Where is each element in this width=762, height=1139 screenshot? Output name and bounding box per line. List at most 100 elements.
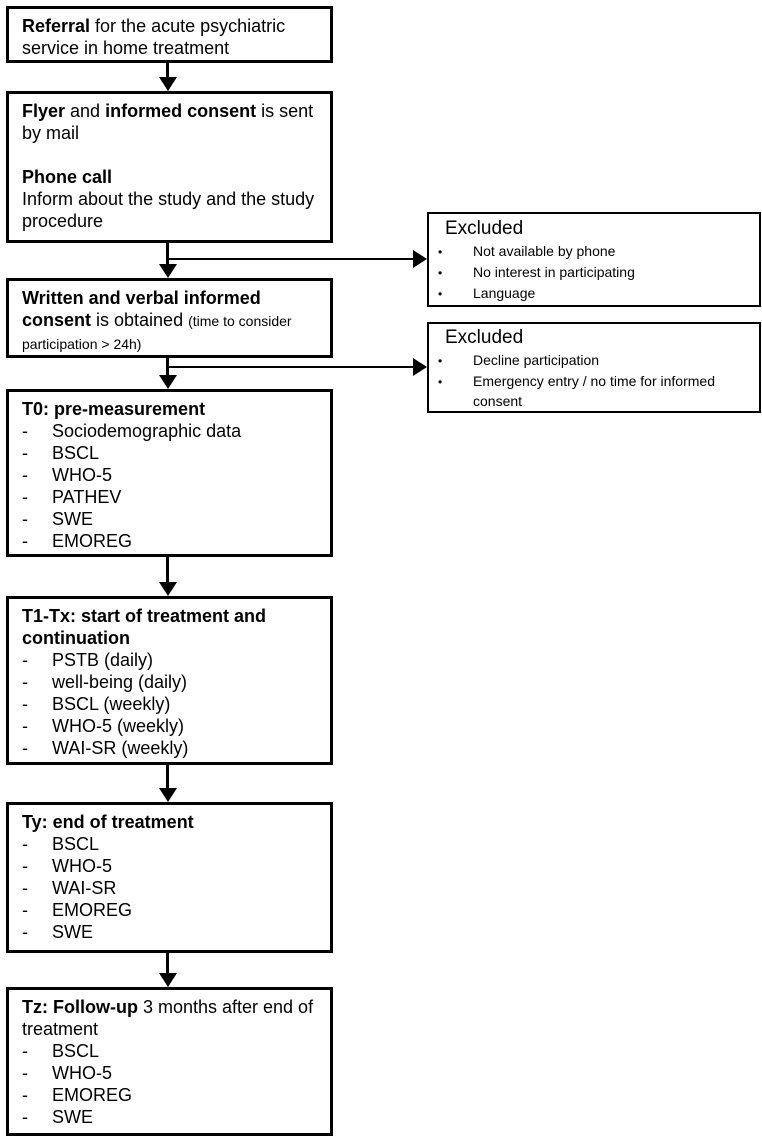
- arrowhead-right-1: [413, 250, 427, 268]
- dash-marker: -: [22, 650, 28, 670]
- box-t0-item-text: EMOREG: [52, 531, 133, 551]
- box-t0-item: -WHO-5: [22, 464, 320, 486]
- excluded-1-item: •Language: [438, 283, 749, 304]
- arrowhead-down-1: [159, 77, 177, 91]
- dash-marker: -: [22, 856, 28, 876]
- box-t0-title: T0: pre-measurement: [22, 399, 206, 419]
- box-flyer-phone-call: Flyer and informed consent is sent by ma…: [6, 91, 333, 243]
- dash-marker: -: [22, 834, 28, 854]
- dash-marker: -: [22, 878, 28, 898]
- box-t0-item: - BSCL: [22, 442, 320, 464]
- excluded-2-item: • Decline participation: [438, 350, 749, 371]
- bullet-marker: •: [438, 287, 443, 301]
- arrowhead-down-6: [159, 973, 177, 987]
- box-referral-text: Referral for the acute psychiatric servi…: [22, 16, 285, 58]
- dash-marker: -: [22, 1107, 28, 1127]
- box-ty-item: - WHO-5: [22, 855, 320, 877]
- box-t1tx-item: - BSCL (weekly): [22, 693, 320, 715]
- box-t1tx-item-text: WHO-5 (weekly): [52, 716, 185, 736]
- box-t1tx-item-text: PSTB (daily): [52, 650, 154, 670]
- arrow-line-6: [166, 953, 169, 974]
- box-t0-item: -PATHEV: [22, 486, 320, 508]
- dash-marker: -: [22, 694, 28, 714]
- box-tz-item-text: SWE: [52, 1107, 94, 1127]
- dash-marker: -: [22, 716, 28, 736]
- box-t0-item: -SWE: [22, 508, 320, 530]
- arrowhead-right-2: [413, 358, 427, 376]
- dash-marker: -: [22, 900, 28, 920]
- box-flyer-bold2: informed consent: [105, 101, 257, 121]
- arrowhead-down-5: [159, 788, 177, 802]
- dash-marker: -: [22, 509, 28, 529]
- box-t1tx-item-text: well-being (daily): [52, 672, 188, 692]
- dash-marker: -: [22, 443, 28, 463]
- branch-line-2: [167, 366, 413, 368]
- box-ty-item: - BSCL: [22, 833, 320, 855]
- box-excluded-1: Excluded • Not available by phone •No int…: [427, 212, 761, 307]
- dash-marker: -: [22, 1063, 28, 1083]
- arrowhead-down-2: [159, 264, 177, 278]
- box-t1tx-item-text: BSCL (weekly): [52, 694, 171, 714]
- box-flyer-mid: and: [65, 101, 106, 121]
- box-flyer-paragraph: Flyer and informed consent is sent by ma…: [22, 100, 320, 144]
- dash-marker: -: [22, 922, 28, 942]
- dash-marker: -: [22, 1041, 28, 1061]
- box-referral-bold: Referral: [22, 16, 91, 36]
- bullet-marker: •: [438, 354, 443, 368]
- dash-marker: -: [22, 1085, 28, 1105]
- box-t0-item-text: PATHEV: [52, 487, 122, 507]
- box-flyer-blank-line: [22, 144, 320, 166]
- box-excluded-2: Excluded • Decline participation • Emergen…: [427, 322, 761, 413]
- box-t1tx-item: - well-being (daily): [22, 671, 320, 693]
- box-t1tx-item: - WHO-5 (weekly): [22, 715, 320, 737]
- box-ty-item: - EMOREG: [22, 899, 320, 921]
- box-t1tx-title: T1-Tx: start of treatment and continuati…: [22, 606, 267, 648]
- excluded-1-title: Excluded: [445, 218, 524, 239]
- excluded-2-item-text: Emergency entry / no time for informed c…: [473, 373, 715, 409]
- box-referral-rest: for the acute psychiatric service in hom…: [22, 16, 286, 58]
- arrowhead-down-3: [159, 375, 177, 389]
- box-consent: Written and verbal informed consent is o…: [6, 278, 333, 358]
- box-consent-text: Written and verbal informed consent is o…: [22, 288, 292, 353]
- box-tz-item: - BSCL: [22, 1040, 320, 1062]
- excluded-1-item-text: Not available by phone: [473, 243, 616, 259]
- dash-marker: -: [22, 738, 28, 758]
- box-t1tx-item: - WAI-SR (weekly): [22, 737, 320, 759]
- box-ty-item-text: SWE: [52, 922, 94, 942]
- box-ty-item-text: WAI-SR: [52, 878, 117, 898]
- arrow-line-1: [166, 63, 169, 78]
- box-ty-item-text: WHO-5: [52, 856, 112, 876]
- box-t0-item: - EMOREG: [22, 530, 320, 552]
- box-tz-item: -EMOREG: [22, 1084, 320, 1106]
- box-tz-bold: Tz: Follow-up: [22, 997, 138, 1017]
- box-tz-follow-up: Tz: Follow-up 3 months after end of trea…: [6, 987, 333, 1136]
- box-consent-note: (time to consider participation > 24h): [22, 313, 292, 352]
- excluded-1-item: • Not available by phone: [438, 241, 749, 262]
- box-ty-item-text: EMOREG: [52, 900, 133, 920]
- box-tz-item-text: BSCL: [52, 1041, 100, 1061]
- excluded-2-title: Excluded: [445, 327, 524, 348]
- box-flyer-bold1: Flyer: [22, 101, 66, 121]
- box-t0-item-text: BSCL: [52, 443, 100, 463]
- box-t0-pre-measurement: T0: pre-measurement -Sociodemographic da…: [6, 389, 333, 557]
- excluded-2-item-text: Decline participation: [473, 352, 600, 368]
- box-tz-rest: 3 months after end of treatment: [22, 997, 314, 1039]
- excluded-2-item: • Emergency entry / no time for informed …: [438, 371, 749, 411]
- excluded-1-item: •No interest in participating: [438, 262, 749, 283]
- box-t0-item: -Sociodemographic data: [22, 420, 320, 442]
- dash-marker: -: [22, 672, 28, 692]
- box-tz-item-text: WHO-5: [52, 1063, 112, 1083]
- arrow-line-5: [166, 765, 169, 789]
- box-tz-title: Tz: Follow-up 3 months after end of trea…: [22, 996, 320, 1040]
- box-ty-title: Ty: end of treatment: [22, 812, 194, 832]
- bullet-marker: •: [438, 245, 443, 259]
- dash-marker: -: [22, 465, 28, 485]
- box-flyer-body: Inform about the study and the study pro…: [22, 189, 315, 231]
- dash-marker: -: [22, 531, 28, 551]
- bullet-marker: •: [438, 375, 443, 389]
- branch-line-1: [167, 258, 413, 260]
- dash-marker: -: [22, 421, 28, 441]
- box-t1tx-item-text: WAI-SR (weekly): [52, 738, 189, 758]
- box-ty-item-text: BSCL: [52, 834, 100, 854]
- box-t1tx-item: - PSTB (daily): [22, 649, 320, 671]
